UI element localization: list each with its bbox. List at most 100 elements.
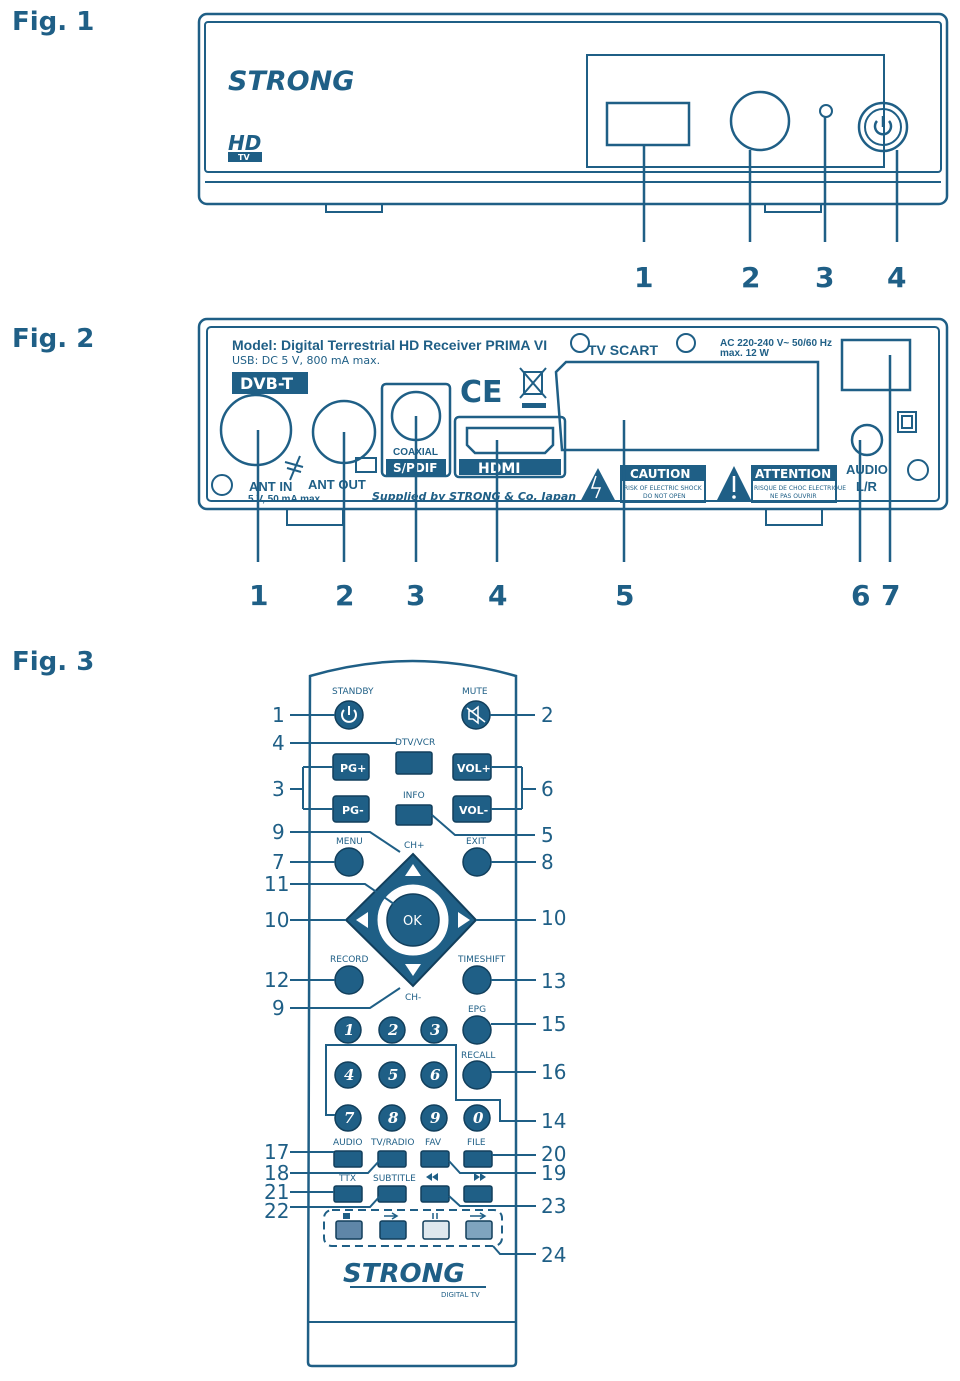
- standby-led: [819, 104, 833, 118]
- remote-callout-19: 19: [541, 1161, 566, 1185]
- remote-callout-20: 20: [541, 1142, 566, 1166]
- dtv-vcr-button[interactable]: [395, 751, 433, 775]
- remote-brand-sub: DIGITAL TV: [441, 1291, 480, 1299]
- digit-6-button[interactable]: [420, 1061, 448, 1089]
- color-key-3[interactable]: [422, 1220, 450, 1240]
- timeshift-button[interactable]: [462, 965, 492, 995]
- record-label: RECORD: [330, 955, 369, 965]
- attention-sub-2: NE PAS OUVRIR: [770, 493, 817, 500]
- color-key-2[interactable]: [379, 1220, 407, 1240]
- remote-callout-9b: 9: [272, 996, 285, 1020]
- remote-callout-11: 11: [264, 872, 289, 896]
- rewind-button[interactable]: [420, 1185, 450, 1203]
- fig2-callout-1: 1: [249, 579, 268, 612]
- subtitle-button[interactable]: [377, 1185, 407, 1203]
- ttx-button[interactable]: [333, 1185, 363, 1203]
- fav-button[interactable]: [420, 1150, 450, 1168]
- digit-3-button[interactable]: [420, 1016, 448, 1044]
- power-cord-inlet: [840, 338, 912, 392]
- tv-radio-button[interactable]: [377, 1150, 407, 1168]
- color-key-4[interactable]: [465, 1220, 493, 1240]
- digit-8-button[interactable]: [378, 1104, 406, 1132]
- front-brand-logo: STRONG: [228, 66, 354, 97]
- fig1-title: Fig. 1: [12, 7, 94, 37]
- digit-0-button[interactable]: [463, 1104, 491, 1132]
- front-panel: STRONG HD TV: [197, 12, 949, 242]
- file-label: FILE: [467, 1138, 486, 1148]
- front-power-icon: [873, 116, 893, 136]
- info-button[interactable]: [395, 804, 433, 826]
- digit-0-label: 0: [473, 1109, 484, 1127]
- digit-4-button[interactable]: [334, 1061, 362, 1089]
- fig3-title: Fig. 3: [12, 647, 94, 677]
- model-label: Model: Digital Terrestrial HD Receiver P…: [232, 337, 547, 353]
- fast-forward-button[interactable]: [463, 1185, 493, 1203]
- remote-callout-23: 23: [541, 1194, 566, 1218]
- digit-9-button[interactable]: [420, 1104, 448, 1132]
- remote-callout-8: 8: [541, 850, 554, 874]
- rewind-icon: [426, 1173, 438, 1181]
- exit-label: EXIT: [466, 837, 487, 847]
- fig2-callout-2: 2: [335, 579, 354, 612]
- down-arrow-button[interactable]: [405, 964, 421, 976]
- digit-3-label: 3: [430, 1021, 440, 1039]
- weee-bin-icon: [519, 367, 547, 408]
- left-arrow-button[interactable]: [356, 912, 368, 928]
- ch-minus-label: CH-: [405, 993, 421, 1003]
- hdmi-label: HDMI: [478, 461, 520, 477]
- fig2-callout-5: 5: [615, 579, 634, 612]
- remote-callout-13: 13: [541, 969, 566, 993]
- epg-button[interactable]: [462, 1015, 492, 1045]
- digit-2-button[interactable]: [378, 1016, 406, 1044]
- vol-minus-label: VOL-: [459, 804, 488, 817]
- right-arrow-button[interactable]: [458, 912, 470, 928]
- digit-9-label: 9: [430, 1109, 441, 1127]
- remote-brand-logo: STRONG: [343, 1259, 465, 1289]
- digit-5-button[interactable]: [378, 1061, 406, 1089]
- digit-1-button[interactable]: [334, 1016, 362, 1044]
- ir-sensor: [729, 90, 791, 152]
- remote-callout-18: 18: [264, 1161, 289, 1185]
- dvb-logo-bg: [232, 372, 308, 394]
- digit-7-button[interactable]: [334, 1104, 362, 1132]
- digit-6-label: 6: [430, 1066, 441, 1084]
- dtv-vcr-label: DTV/VCR: [395, 738, 435, 748]
- audio-button[interactable]: [333, 1150, 363, 1168]
- mute-label: MUTE: [462, 687, 488, 697]
- remote-callout-14: 14: [541, 1109, 566, 1133]
- fig1-callout-2: 2: [741, 261, 760, 294]
- exit-button[interactable]: [462, 847, 492, 877]
- epg-label: EPG: [468, 1005, 486, 1015]
- file-button[interactable]: [463, 1150, 493, 1168]
- remote-callout-6: 6: [541, 777, 554, 801]
- fig1-callout-4: 4: [887, 261, 906, 294]
- ok-button[interactable]: [386, 893, 440, 947]
- remote-leader-lines: [290, 714, 536, 1255]
- audio-label: AUDIO: [846, 462, 888, 477]
- fig1-callout-3: 3: [815, 261, 834, 294]
- front-power-button[interactable]: [857, 101, 909, 153]
- dvb-logo: DVB-T: [240, 374, 293, 393]
- recall-button[interactable]: [462, 1060, 492, 1090]
- exclamation-warning-icon: [716, 466, 752, 502]
- remote-callout-21: 21: [264, 1180, 289, 1204]
- tv-radio-label: TV/RADIO: [370, 1138, 414, 1148]
- menu-button[interactable]: [334, 847, 364, 877]
- remote-callout-22: 22: [264, 1199, 289, 1223]
- color-key-1[interactable]: [335, 1220, 363, 1240]
- pause-icon: [432, 1213, 438, 1219]
- menu-label: MENU: [336, 837, 363, 847]
- caution-label: CAUTION: [630, 467, 690, 481]
- pg-minus-label: PG-: [342, 804, 364, 817]
- ttx-label: TTX: [338, 1174, 356, 1184]
- record-button[interactable]: [334, 965, 364, 995]
- tv-scart-label: TV SCART: [588, 342, 658, 358]
- fig2-callout-7: 7: [881, 579, 900, 612]
- digit-7-label: 7: [344, 1109, 355, 1127]
- remote-callout-24: 24: [541, 1243, 566, 1267]
- up-arrow-button[interactable]: [405, 864, 421, 876]
- scart-port: [554, 360, 820, 452]
- usb-label: USB: DC 5 V, 800 mA max.: [232, 354, 380, 367]
- remote-control: [306, 659, 518, 1368]
- fast-forward-icon: [474, 1173, 486, 1181]
